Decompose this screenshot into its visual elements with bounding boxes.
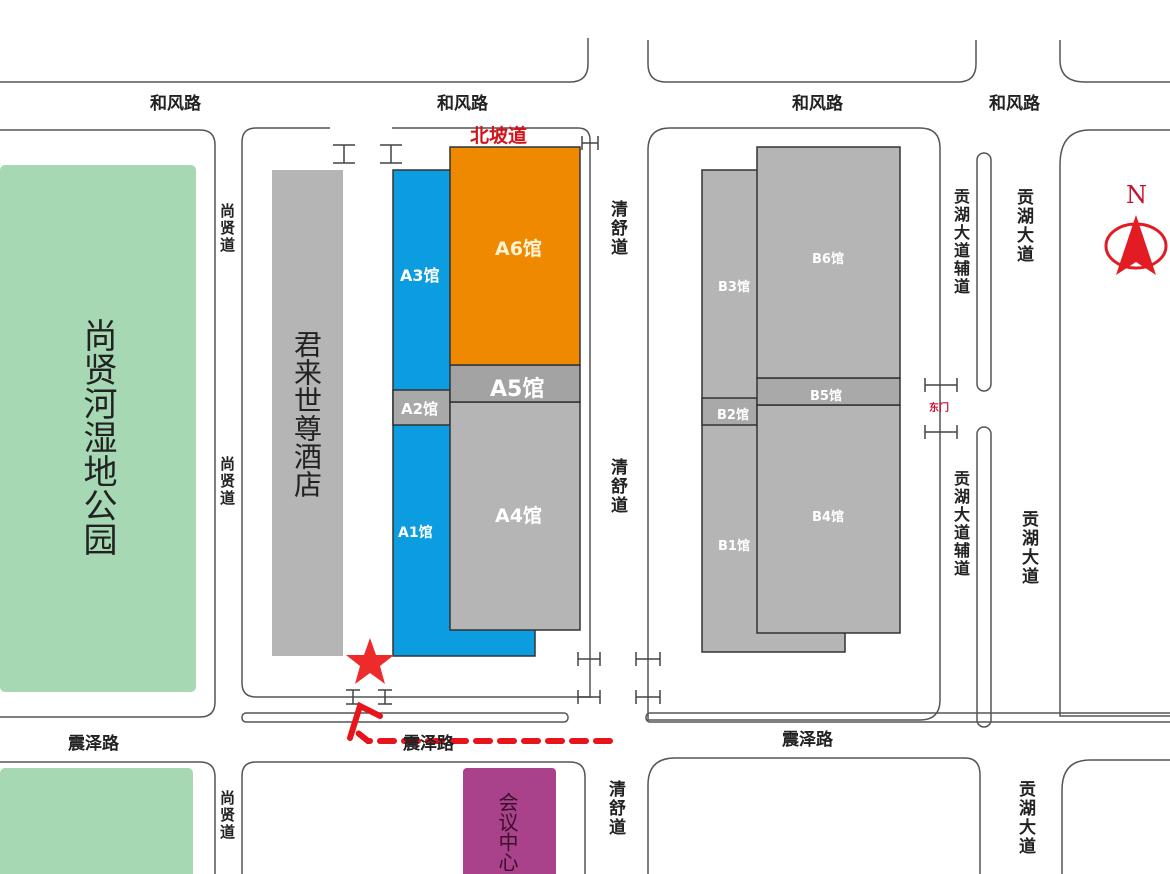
road-label-gonghu-aux: 贡湖大道辅道 bbox=[951, 470, 970, 578]
road-label-shangxian: 尚贤道 bbox=[218, 790, 236, 841]
hall-b5 bbox=[756, 377, 901, 406]
road-label-shangxian: 尚贤道 bbox=[218, 203, 236, 254]
road-label-hefeng: 和风路 bbox=[989, 94, 1040, 114]
east-gate-label: 东门 bbox=[929, 403, 949, 414]
block-top-left bbox=[0, 38, 589, 83]
road-label-qingshu: 清舒道 bbox=[607, 458, 627, 515]
road-label-gonghu: 贡湖大道 bbox=[1015, 780, 1035, 856]
compass-label: N bbox=[1126, 181, 1147, 209]
hall-label-b1: B1馆 bbox=[718, 539, 750, 554]
hotel-label: 君来世尊酒店 bbox=[290, 330, 323, 498]
park-area bbox=[0, 165, 196, 692]
hall-label-a5: A5馆 bbox=[490, 377, 545, 402]
hall-a2-band bbox=[392, 389, 451, 426]
road-label-gonghu-aux: 贡湖大道辅道 bbox=[951, 188, 970, 296]
route-path bbox=[347, 701, 613, 744]
road-label-zhenze: 震泽路 bbox=[782, 730, 833, 750]
hall-label-a4: A4馆 bbox=[495, 505, 542, 527]
hall-b4 bbox=[756, 404, 901, 634]
block-bottom-far bbox=[1061, 759, 1170, 874]
hall-label-a1: A1馆 bbox=[398, 525, 433, 541]
median-aux-top bbox=[976, 152, 992, 392]
road-label-hefeng: 和风路 bbox=[792, 94, 843, 114]
hotel-building bbox=[272, 170, 343, 656]
road-label-gonghu: 贡湖大道 bbox=[1018, 510, 1038, 586]
hall-label-b6: B6馆 bbox=[812, 252, 844, 267]
road-label-shangxian: 尚贤道 bbox=[218, 456, 236, 507]
block-top-middle bbox=[647, 40, 977, 83]
block-bottom-right bbox=[647, 757, 981, 874]
star-icon bbox=[346, 638, 394, 684]
hall-label-b4: B4馆 bbox=[812, 510, 844, 525]
hall-label-b3: B3馆 bbox=[718, 280, 750, 295]
median-right bbox=[645, 712, 1170, 723]
road-label-qingshu: 清舒道 bbox=[607, 200, 627, 257]
road-label-qingshu: 清舒道 bbox=[605, 780, 625, 837]
hall-a6 bbox=[449, 146, 581, 366]
block-bottom-middle bbox=[241, 761, 586, 874]
block-b bbox=[647, 127, 941, 721]
road-label-north-ramp: 北坡道 bbox=[470, 125, 528, 147]
road-label-zhenze: 震泽路 bbox=[403, 734, 454, 754]
road-label-zhenze: 震泽路 bbox=[68, 734, 119, 754]
median-left bbox=[241, 712, 569, 723]
block-top-right bbox=[1059, 40, 1170, 83]
hall-label-b5: B5馆 bbox=[810, 389, 842, 404]
north-arrow-icon bbox=[1104, 215, 1168, 275]
hall-label-a2: A2馆 bbox=[401, 400, 439, 418]
block-bottom-left bbox=[0, 761, 216, 874]
hall-a5 bbox=[449, 364, 581, 403]
median-aux-bottom bbox=[976, 426, 992, 728]
conference-building bbox=[463, 768, 556, 874]
park-label: 尚贤河湿地公园 bbox=[77, 318, 117, 556]
road-label-hefeng: 和风路 bbox=[437, 94, 488, 114]
road-label-hefeng: 和风路 bbox=[150, 94, 201, 114]
hall-label-b2: B2馆 bbox=[717, 408, 749, 423]
conference-label: 会议中心 bbox=[495, 792, 519, 872]
gate-markers bbox=[333, 136, 958, 705]
block-right bbox=[1059, 129, 1170, 717]
block-park bbox=[0, 129, 216, 718]
hall-label-a6: A6馆 bbox=[495, 238, 542, 260]
hall-b6 bbox=[756, 146, 901, 379]
park-area-south bbox=[0, 768, 193, 874]
hall-label-a3: A3馆 bbox=[400, 266, 440, 285]
road-label-gonghu: 贡湖大道 bbox=[1013, 188, 1033, 264]
block-hotel-a bbox=[241, 127, 591, 698]
